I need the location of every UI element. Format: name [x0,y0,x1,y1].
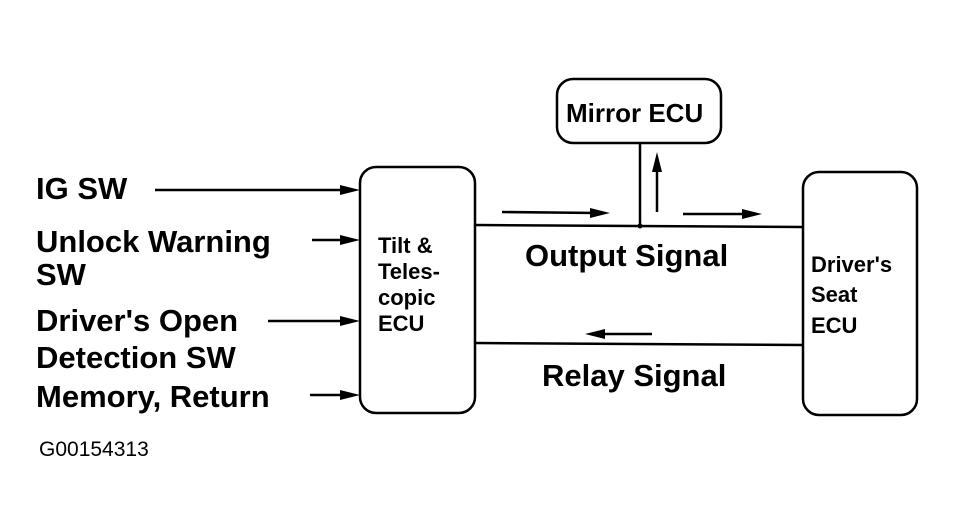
tilt-ecu-label-line3: copic [378,285,435,310]
input-arrow-drivers-open [268,316,360,326]
relay-signal-label: Relay Signal [542,358,726,393]
input-arrow-memory-return [310,390,360,400]
seat-ecu-label-line3: ECU [811,313,857,338]
input-arrow-unlock-warning [312,235,360,245]
input-arrow-ig-sw [155,185,360,195]
tilt-ecu-label-line4: ECU [378,311,424,336]
tilt-ecu-label-line1: Tilt & [378,233,433,258]
mirror-up-arrow [652,152,662,212]
figure-id: G00154313 [39,438,149,461]
output-arrow-right [683,209,762,219]
seat-ecu-label-line1: Driver's [811,252,892,277]
input-label-drivers-open: Driver's Open [36,303,238,338]
input-label-memory-return: Memory, Return [36,379,270,414]
input-label-detection-sw: Detection SW [36,340,237,375]
relay-signal-line [474,341,804,347]
relay-arrow-left [585,329,652,339]
seat-ecu-label-line2: Seat [811,282,858,307]
output-arrow-left [501,208,610,218]
tilt-ecu-label-line2: Teles- [378,259,440,284]
input-label-unlock-warning-sw: SW [36,257,87,292]
output-signal-label: Output Signal [525,238,728,273]
tilt-telescopic-ecu-box [358,165,477,415]
drivers-seat-ecu-box [801,170,919,417]
input-label-ig-sw: IG SW [36,171,128,206]
mirror-ecu-label: Mirror ECU [566,98,703,128]
input-label-unlock-warning: Unlock Warning [36,224,271,259]
